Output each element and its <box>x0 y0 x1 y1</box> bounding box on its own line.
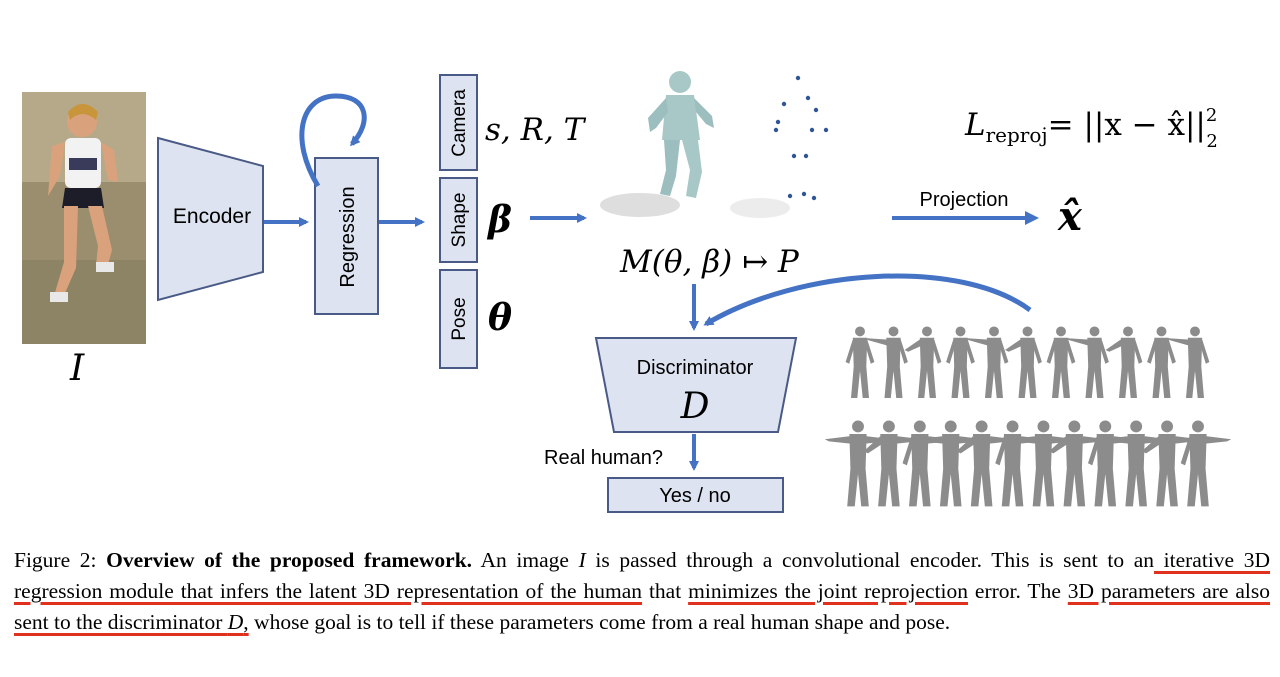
camera-label: Camera <box>449 89 470 157</box>
output-block <box>607 477 784 513</box>
human-mesh <box>902 420 954 507</box>
human-mesh <box>1064 326 1109 398</box>
projection-label: Projection <box>920 189 1009 211</box>
human-mesh <box>946 326 975 398</box>
input-photo <box>22 92 146 344</box>
projected-joints <box>773 75 829 201</box>
caption-text-4: error. The <box>968 579 1068 603</box>
human-mesh <box>863 326 908 398</box>
human-mesh <box>824 420 892 507</box>
output-label: Yes / no <box>659 485 731 507</box>
shape-label: Shape <box>449 193 470 248</box>
caption-prefix: Figure 2: <box>14 548 107 572</box>
pose-symbol: θ <box>488 297 512 339</box>
svg-text:Lreproj= ||x − x̂||22: Lreproj= ||x − x̂||22 <box>964 105 1218 152</box>
shape-symbol: β <box>486 199 512 241</box>
discriminator-symbol: D <box>680 386 710 427</box>
human-mesh <box>904 326 942 398</box>
camera-params: s, R, T <box>485 112 587 148</box>
human-mesh <box>1164 326 1210 398</box>
caption-text-5: whose goal is to tell if these parameter… <box>248 610 951 634</box>
regression-block <box>314 157 379 315</box>
iteration-loop-arrow <box>299 93 367 188</box>
caption-var-d: D <box>227 610 244 634</box>
mesh-3d-figure <box>600 71 790 218</box>
caption-underline-3b: , <box>243 610 249 634</box>
shape-block <box>439 177 478 263</box>
caption-underline-3a: 3D parameters are also sent to the discr… <box>14 579 1271 634</box>
pose-label: Pose <box>449 297 470 340</box>
projection-output-symbol: x̂ <box>1057 193 1083 240</box>
human-mesh <box>963 326 1009 398</box>
encoder-block <box>157 136 264 302</box>
input-image-symbol: I <box>69 348 85 389</box>
encoder-label: Encoder <box>173 205 251 228</box>
caption-text-1: An image <box>472 548 579 572</box>
caption-text-2: is passed through a convolutional encode… <box>585 548 1155 572</box>
question-label: Real human? <box>544 447 663 469</box>
human-mesh <box>1046 326 1076 398</box>
caption-underline-2: minimizes the joint reprojection <box>688 579 969 603</box>
discriminator-block <box>594 337 798 433</box>
regression-label: Regression <box>337 186 359 287</box>
human-mesh <box>1147 326 1176 398</box>
human-mesh <box>863 420 923 507</box>
camera-block <box>439 74 478 171</box>
human-mesh <box>1141 420 1201 507</box>
figure-caption: Figure 2: Overview of the proposed frame… <box>14 545 1270 638</box>
pose-block <box>439 269 478 369</box>
human-mesh <box>1005 326 1042 398</box>
human-mesh <box>956 420 1015 507</box>
caption-title: Overview of the proposed framework. <box>106 548 473 572</box>
human-mesh <box>1105 326 1143 398</box>
discriminator-label: Discriminator <box>637 357 754 379</box>
caption-var-i: I <box>578 548 586 572</box>
human-mesh <box>1049 420 1108 507</box>
mocap-human-meshes <box>824 326 1232 507</box>
caption-underline-1: iterative 3D regression module that infe… <box>14 548 1270 603</box>
arrow-mocap-discriminator <box>703 273 1032 327</box>
human-mesh <box>845 326 875 398</box>
human-mesh <box>1010 420 1077 507</box>
caption-text-3: that <box>642 579 689 603</box>
smpl-mapping: M(θ, β) ↦ P <box>619 244 800 280</box>
caption-underline-3: 3D parameters are also sent to the discr… <box>14 579 1270 634</box>
human-mesh <box>1180 420 1232 507</box>
